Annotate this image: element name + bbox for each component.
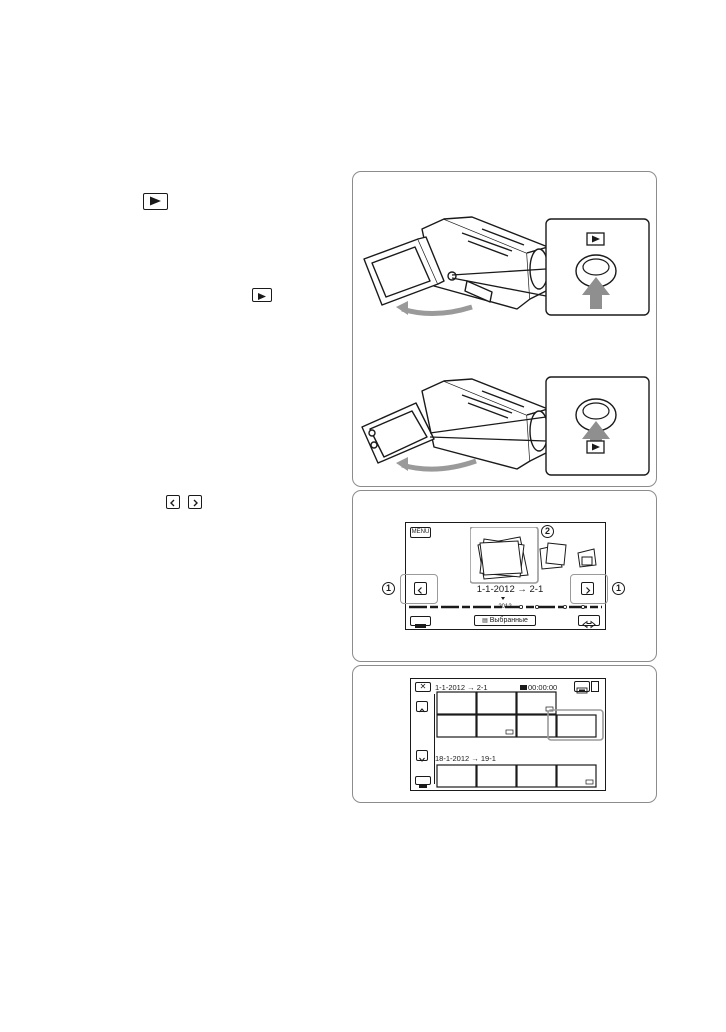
close-button[interactable]: ✕: [415, 682, 431, 692]
favorites-button[interactable]: ▤ Выбранные: [474, 615, 536, 626]
thumbnail-grid-group1[interactable]: [436, 691, 604, 741]
movie-format-button-2[interactable]: [415, 776, 431, 788]
play-button-icon: [252, 288, 272, 302]
event-date-range: 1-1-2012 → 2-1: [476, 584, 544, 595]
timeline-bar[interactable]: [405, 596, 606, 612]
scroll-up-button[interactable]: [416, 701, 428, 713]
scroll-indicator: [591, 681, 599, 692]
scroll-down-button[interactable]: [416, 750, 428, 762]
callout-2: 2: [541, 525, 554, 538]
film-icon: [520, 685, 527, 690]
left-nav-divider: [434, 694, 435, 784]
group1-date: 1-1-2012 → 2-1: [435, 683, 488, 692]
close-icon: ✕: [419, 682, 427, 691]
next-event-button[interactable]: [581, 582, 594, 595]
play-mode-icon: [143, 193, 168, 210]
next-button-highlight: [570, 574, 608, 604]
image-type-button[interactable]: [574, 681, 590, 694]
menu-button-label: MENU: [411, 529, 430, 535]
previous-event-button[interactable]: [414, 582, 427, 595]
camcorder-open-lcd-illustration: [363, 216, 650, 317]
previous-arrow-icon: [166, 495, 180, 509]
callout-1-right: 1: [612, 582, 625, 595]
group2-date: 18-1-2012 → 19-1: [435, 754, 496, 763]
next-arrow-icon: [188, 495, 202, 509]
callout-1-left: 1: [382, 582, 395, 595]
movie-format-button[interactable]: [410, 616, 431, 628]
favorites-label: Выбранные: [489, 617, 528, 624]
prev-button-highlight: [400, 574, 438, 604]
timecode: 00:00:00: [520, 683, 557, 692]
switch-image-type-button[interactable]: [578, 615, 600, 629]
event-thumbnails[interactable]: [470, 527, 602, 585]
camcorder-closed-lcd-illustration: [361, 376, 650, 476]
thumbnail-grid-group2[interactable]: [436, 764, 604, 790]
timeline-year: 2012: [498, 604, 512, 610]
favorites-icon: ▤: [482, 618, 488, 624]
menu-button[interactable]: MENU: [410, 527, 431, 538]
